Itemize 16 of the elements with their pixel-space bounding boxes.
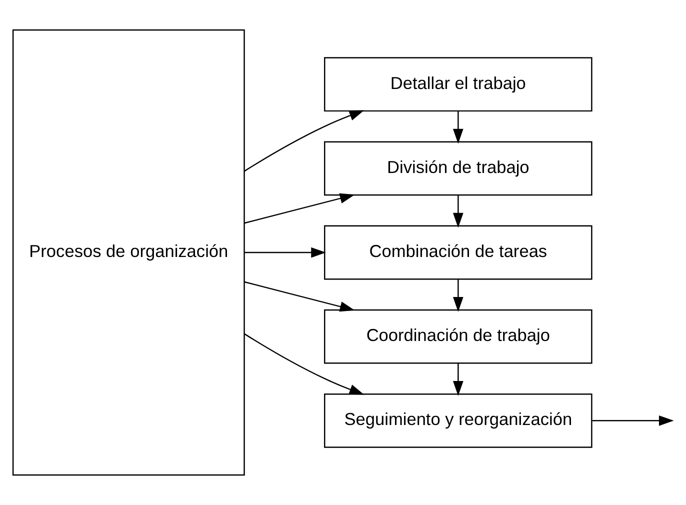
arrow: [452, 111, 464, 144]
arrow: [452, 364, 464, 396]
node-box: División de trabajo: [324, 141, 592, 196]
node-box: Detallar el trabajo: [324, 57, 592, 112]
arrow: [244, 193, 355, 224]
arrow: [244, 333, 364, 395]
node-box: Combinación de tareas: [324, 225, 592, 280]
arrow: [452, 195, 464, 228]
node-box: Procesos de organización: [12, 29, 245, 476]
node-box: Seguimiento y reorganización: [324, 393, 592, 448]
node-box: Coordinación de trabajo: [324, 309, 592, 364]
arrow: [592, 415, 674, 426]
arrow: [244, 281, 355, 312]
arrow: [452, 279, 464, 312]
arrow: [244, 110, 364, 172]
arrow: [244, 247, 326, 258]
